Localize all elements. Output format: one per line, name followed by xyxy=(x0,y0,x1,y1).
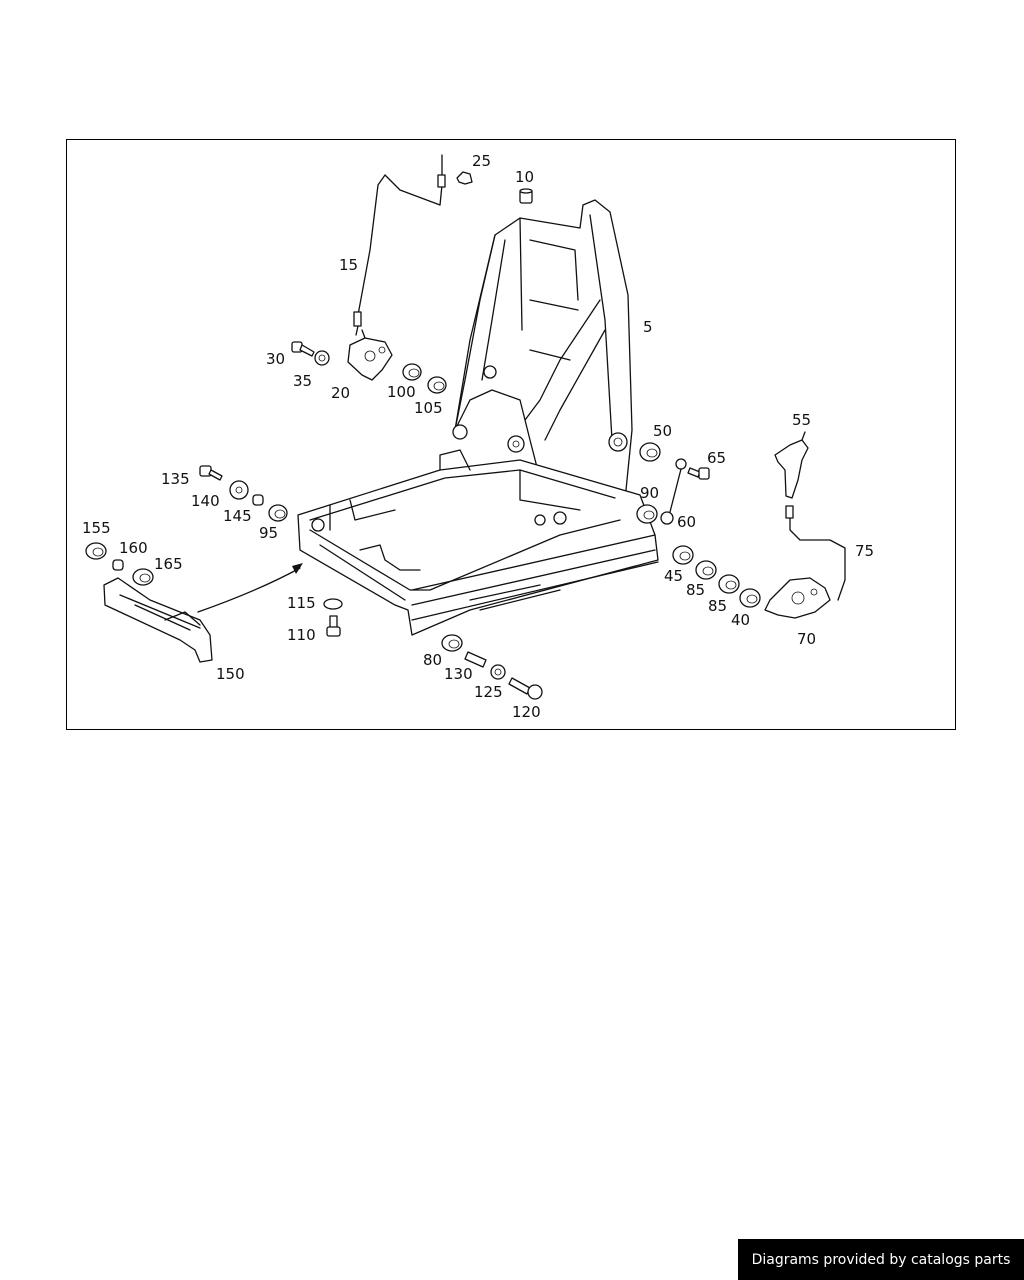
callout-130: 130 xyxy=(444,665,473,683)
cable-15 xyxy=(353,154,446,336)
bushing-50 xyxy=(639,442,661,462)
washer-140 xyxy=(229,480,249,500)
callout-30: 30 xyxy=(266,350,285,368)
callout-140: 140 xyxy=(191,492,220,510)
washer-35 xyxy=(314,350,330,366)
callout-15: 15 xyxy=(339,256,358,274)
callout-80: 80 xyxy=(423,651,442,669)
latch-70 xyxy=(764,577,831,619)
callout-85-a: 85 xyxy=(686,581,705,599)
bolt-30 xyxy=(291,341,315,357)
bushing-100 xyxy=(402,363,422,381)
callout-105: 105 xyxy=(414,399,443,417)
callout-25: 25 xyxy=(472,152,491,170)
bolt-135 xyxy=(199,465,223,481)
callout-55: 55 xyxy=(792,411,811,429)
bushing-80 xyxy=(441,634,463,652)
callout-5: 5 xyxy=(643,318,653,336)
rod-60 xyxy=(660,458,687,525)
callout-90: 90 xyxy=(640,484,659,502)
callout-125: 125 xyxy=(474,683,503,701)
callout-75: 75 xyxy=(855,542,874,560)
bushing-105 xyxy=(427,376,447,394)
callout-110: 110 xyxy=(287,626,316,644)
bushing-95 xyxy=(268,504,288,522)
callout-135: 135 xyxy=(161,470,190,488)
callout-50: 50 xyxy=(653,422,672,440)
bushing-165 xyxy=(132,568,154,586)
callout-95: 95 xyxy=(259,524,278,542)
callout-70: 70 xyxy=(797,630,816,648)
latch-20 xyxy=(347,329,393,381)
seat-base-frame xyxy=(297,449,659,636)
callout-40: 40 xyxy=(731,611,750,629)
washer-125 xyxy=(490,664,506,680)
handle-55 xyxy=(774,431,809,499)
callout-115: 115 xyxy=(287,594,316,612)
callout-150: 150 xyxy=(216,665,245,683)
spacer-145 xyxy=(252,494,264,506)
callout-85-b: 85 xyxy=(708,597,727,615)
bushing-90 xyxy=(636,504,658,524)
callout-labels: 5 10 15 20 25 30 35 40 45 50 55 60 65 70… xyxy=(82,152,874,721)
spacer-160 xyxy=(112,559,124,571)
callout-20: 20 xyxy=(331,384,350,402)
callout-145: 145 xyxy=(223,507,252,525)
bushing-85a xyxy=(695,560,717,580)
bracket-150 xyxy=(103,577,213,663)
callout-65: 65 xyxy=(707,449,726,467)
pin-130 xyxy=(464,651,487,668)
screw-110 xyxy=(326,615,341,637)
cable-75 xyxy=(785,505,846,601)
bushing-40 xyxy=(739,588,761,608)
bolt-120 xyxy=(508,677,543,700)
callout-35: 35 xyxy=(293,372,312,390)
arrow-150 xyxy=(197,563,303,613)
callout-155: 155 xyxy=(82,519,111,537)
callout-100: 100 xyxy=(387,383,416,401)
callout-60: 60 xyxy=(677,513,696,531)
bushing-155 xyxy=(85,542,107,560)
credit-banner: Diagrams provided by catalogs parts xyxy=(738,1239,1024,1280)
nut-115 xyxy=(323,598,343,610)
callout-160: 160 xyxy=(119,539,148,557)
callout-120: 120 xyxy=(512,703,541,721)
bushing-45 xyxy=(672,545,694,565)
seat-back-frame xyxy=(452,199,633,521)
bolt-65 xyxy=(687,467,710,480)
bushing-85b xyxy=(718,574,740,594)
callout-165: 165 xyxy=(154,555,183,573)
clip-25 xyxy=(456,171,473,185)
callout-10: 10 xyxy=(515,168,534,186)
callout-45: 45 xyxy=(664,567,683,585)
bushing-10 xyxy=(519,188,533,204)
